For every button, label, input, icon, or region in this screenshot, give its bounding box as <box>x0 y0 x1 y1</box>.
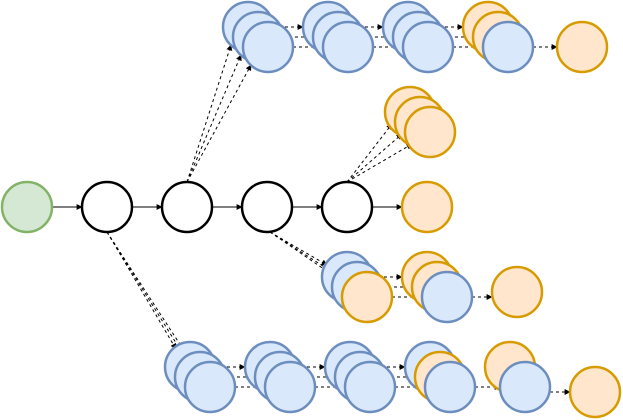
middle-final-node <box>490 265 544 319</box>
bottom-stack-4-node-3 <box>423 360 477 414</box>
bottom-stack-2-node-3 <box>263 360 317 414</box>
main-node-3 <box>160 180 214 234</box>
upper-branch-edge-1 <box>346 123 393 183</box>
middle-branch-edge-1 <box>269 231 328 266</box>
main-node-2 <box>80 180 134 234</box>
top-stack-4-node-3 <box>481 20 535 74</box>
upper-branch-edge-3 <box>346 143 413 183</box>
top-stack-1-node-3 <box>241 20 295 74</box>
bottom-stack-3-node-3 <box>343 360 397 414</box>
main-node-6 <box>400 180 454 234</box>
main-node-4 <box>240 180 294 234</box>
upper-stack-node-3 <box>403 105 457 159</box>
main-node-5 <box>320 180 374 234</box>
top-stack-2-node-3 <box>321 20 375 74</box>
upper-branch-edge-2 <box>346 133 403 183</box>
middle-stack-2-node-3 <box>420 270 474 324</box>
top-final-node <box>555 20 609 74</box>
top-stack-3-node-3 <box>401 20 455 74</box>
top-branch-edge-3 <box>186 64 252 183</box>
main-node-1 <box>0 180 54 234</box>
bottom-final-node <box>568 365 622 419</box>
bottom-stack-5-node-2 <box>498 360 552 414</box>
middle-stack-1-node-3 <box>340 270 394 324</box>
bottom-branch-edge-1 <box>106 231 177 350</box>
bottom-stack-1-node-3 <box>183 360 237 414</box>
top-branch-edge-2 <box>186 54 242 183</box>
